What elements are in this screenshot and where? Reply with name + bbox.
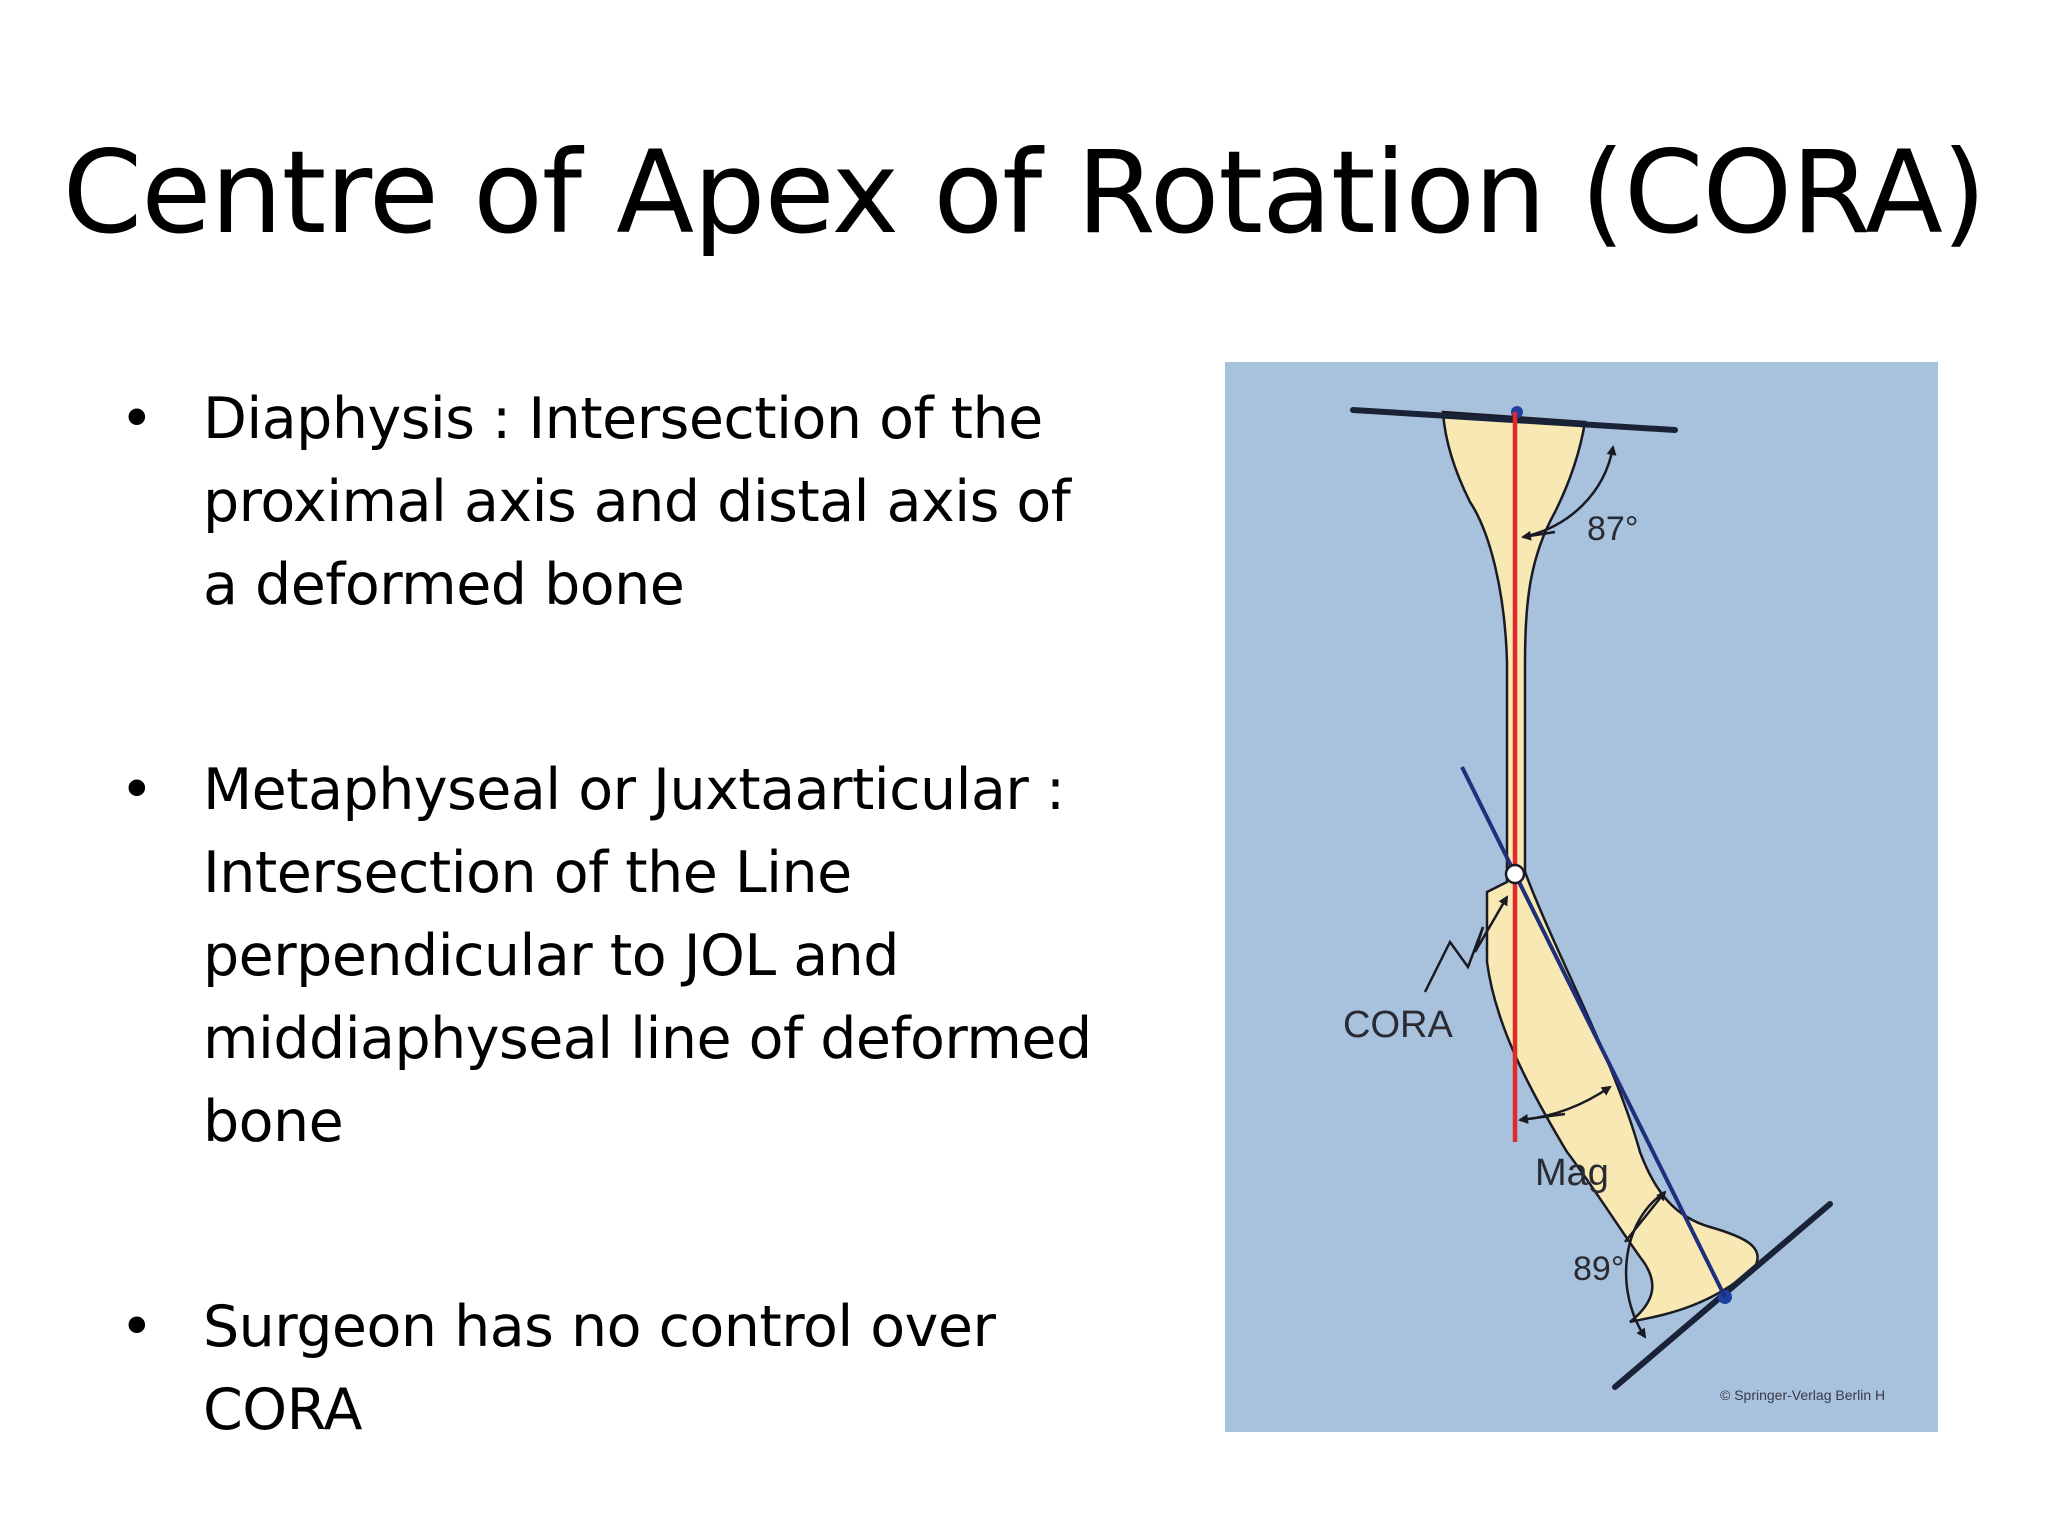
bullet-item-surgeon: • Surgeon has no control over CORA <box>120 1286 1120 1452</box>
figure-credit: © Springer-Verlag Berlin H <box>1720 1387 1885 1403</box>
bullet-text: Metaphyseal or Juxtaarticular : Intersec… <box>203 757 1092 1155</box>
bullet-dot: • <box>120 386 154 452</box>
magnitude-label: Mag <box>1535 1152 1609 1194</box>
bullet-item-metaphyseal: • Metaphyseal or Juxtaarticular : Inters… <box>120 749 1120 1164</box>
distal-angle-label: 89° <box>1573 1250 1624 1288</box>
figure-background <box>1225 362 1938 1432</box>
bullet-dot: • <box>120 757 154 823</box>
bullet-text: Surgeon has no control over CORA <box>203 1294 996 1443</box>
proximal-angle-arc <box>1522 445 1617 539</box>
cora-leader-line <box>1423 895 1509 993</box>
bullet-item-diaphysis: • Diaphysis : Intersection of the proxim… <box>120 378 1120 627</box>
cora-label: CORA <box>1343 1004 1453 1046</box>
bullet-text: Diaphysis : Intersection of the proximal… <box>203 386 1071 618</box>
bone-shape <box>1441 410 1759 1324</box>
proximal-angle-label: 87° <box>1587 510 1638 548</box>
cora-diagram: 87° CORA Mag 89° © Springer-Verlag Berli… <box>1225 362 1938 1432</box>
cora-diagram-svg: 87° CORA Mag 89° © Springer-Verlag Berli… <box>1225 362 1938 1432</box>
bullet-dot: • <box>120 1294 154 1360</box>
cora-point <box>1504 863 1526 885</box>
bullet-list: • Diaphysis : Intersection of the proxim… <box>120 378 1120 1452</box>
slide-title: Centre of Apex of Rotation (CORA) <box>62 126 1987 259</box>
distal-angle-arc <box>1624 1190 1666 1339</box>
distal-axis-line <box>1460 766 1727 1298</box>
